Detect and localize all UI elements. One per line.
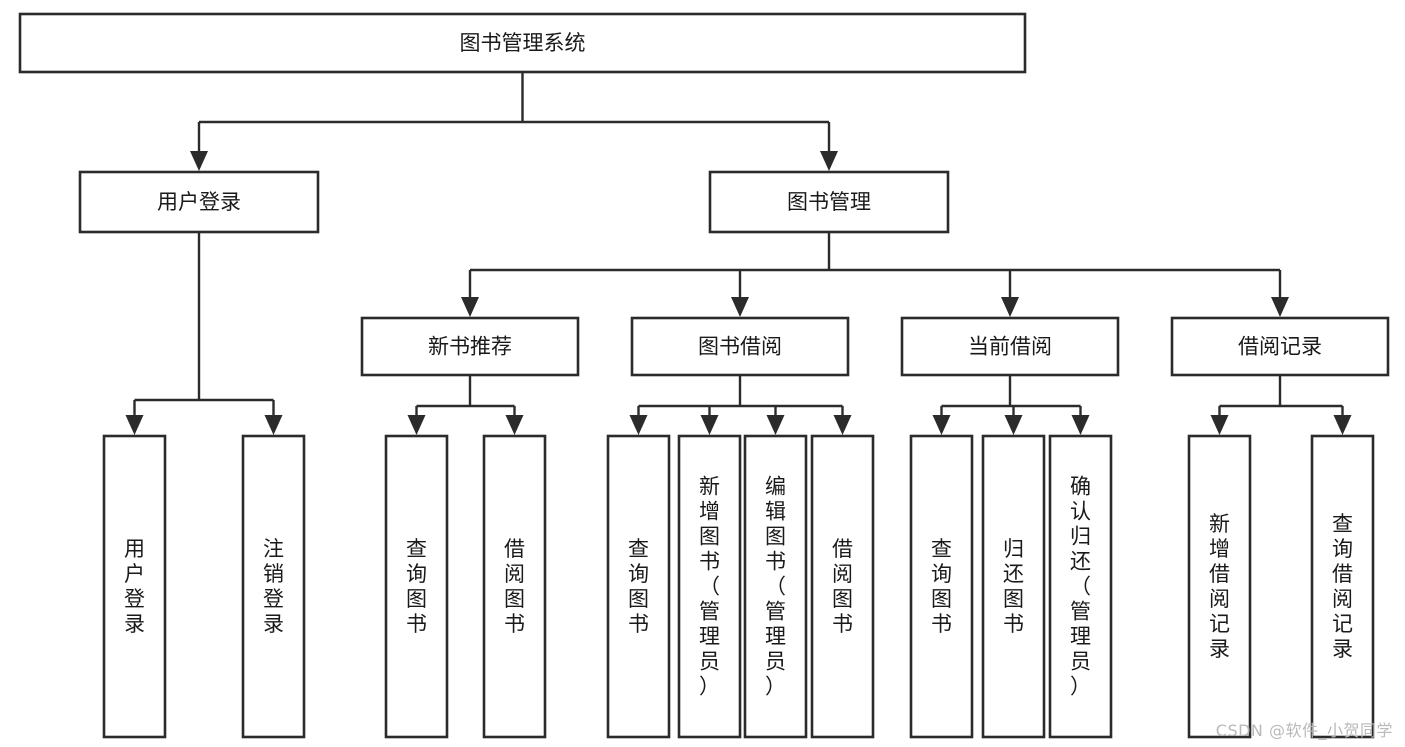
node-box	[909, 434, 974, 739]
node-current-borrow[interactable]: 当前借阅	[900, 316, 1120, 377]
node-box	[606, 434, 671, 739]
node-box	[1048, 434, 1113, 739]
node-box	[677, 434, 742, 739]
node-layer: 图书管理系统用户登录图书管理新书推荐图书借阅当前借阅借阅记录用户登录注销登录查询…	[18, 12, 1390, 739]
arrow-head-icon	[505, 415, 524, 435]
node-box	[743, 434, 808, 739]
node-label: 用户登录	[124, 537, 145, 636]
arrow-head-icon	[629, 415, 648, 435]
node-leaf-return-book[interactable]: 归还图书	[981, 434, 1046, 739]
node-leaf-edit-book[interactable]: 编辑图书（管理员）	[743, 434, 808, 739]
arrow-head-icon	[820, 151, 838, 171]
arrow-head-icon	[264, 415, 283, 435]
arrow-head-icon	[1004, 415, 1023, 435]
node-new-book-recommend[interactable]: 新书推荐	[360, 316, 580, 377]
connector-layer	[125, 72, 1352, 435]
node-label: 新增借阅记录	[1209, 512, 1230, 661]
node-label: 用户登录	[157, 190, 241, 214]
connector-group-book-borrow	[629, 375, 852, 435]
arrow-head-icon	[1001, 297, 1019, 317]
node-label: 新书推荐	[428, 335, 512, 359]
arrow-head-icon	[700, 415, 719, 435]
node-label: 查询借阅记录	[1332, 512, 1353, 661]
node-box	[241, 434, 306, 739]
connector-group-current-borrow	[932, 375, 1090, 435]
node-leaf-add-book[interactable]: 新增图书（管理员）	[677, 434, 742, 739]
node-box	[384, 434, 449, 739]
connector-group-user-login	[125, 232, 283, 435]
node-label: 查询图书	[931, 537, 952, 636]
node-label: 借阅图书	[504, 537, 525, 636]
node-box	[18, 12, 1027, 74]
node-label: 当前借阅	[968, 335, 1052, 359]
node-box	[482, 434, 547, 739]
node-label: 借阅图书	[832, 537, 853, 636]
node-book-borrow[interactable]: 图书借阅	[630, 316, 850, 377]
node-leaf-query-record[interactable]: 查询借阅记录	[1310, 434, 1375, 739]
arrow-head-icon	[190, 151, 208, 171]
node-leaf-query-book-2[interactable]: 查询图书	[606, 434, 671, 739]
node-label: 编辑图书（管理员）	[765, 475, 786, 699]
node-label: 图书管理系统	[460, 31, 586, 55]
node-leaf-add-record[interactable]: 新增借阅记录	[1187, 434, 1252, 739]
node-box	[708, 170, 950, 234]
arrow-head-icon	[731, 297, 749, 317]
arrow-head-icon	[932, 415, 951, 435]
node-box	[360, 316, 580, 377]
node-box	[810, 434, 875, 739]
node-label: 图书借阅	[698, 335, 782, 359]
node-label: 图书管理	[787, 190, 871, 214]
node-leaf-borrow-book-1[interactable]: 借阅图书	[482, 434, 547, 739]
node-label: 新增图书（管理员）	[699, 475, 720, 699]
arrow-head-icon	[407, 415, 426, 435]
node-label: 查询图书	[628, 537, 649, 636]
connector-group-root	[190, 72, 838, 171]
node-leaf-borrow-book-2[interactable]: 借阅图书	[810, 434, 875, 739]
node-user-login[interactable]: 用户登录	[78, 170, 320, 234]
node-box	[78, 170, 320, 234]
node-leaf-query-book-3[interactable]: 查询图书	[909, 434, 974, 739]
connector-group-new-book-recommend	[407, 375, 524, 435]
node-label: 注销登录	[263, 537, 284, 636]
arrow-head-icon	[461, 297, 479, 317]
arrow-head-icon	[1210, 415, 1229, 435]
node-borrow-record[interactable]: 借阅记录	[1170, 316, 1390, 377]
node-box	[981, 434, 1046, 739]
connector-group-book-manage	[461, 232, 1289, 317]
node-label: 归还图书	[1003, 537, 1024, 636]
node-leaf-query-book-1[interactable]: 查询图书	[384, 434, 449, 739]
node-box	[1310, 434, 1375, 739]
node-box	[1170, 316, 1390, 377]
arrow-head-icon	[833, 415, 852, 435]
node-box	[1187, 434, 1252, 739]
node-root[interactable]: 图书管理系统	[18, 12, 1027, 74]
arrow-head-icon	[125, 415, 144, 435]
node-box	[102, 434, 167, 739]
arrow-head-icon	[766, 415, 785, 435]
node-leaf-user-login[interactable]: 用户登录	[102, 434, 167, 739]
connector-group-borrow-record	[1210, 375, 1352, 435]
node-label: 确认归还（管理员）	[1070, 475, 1091, 699]
arrow-head-icon	[1071, 415, 1090, 435]
node-label: 查询图书	[406, 537, 427, 636]
node-box	[630, 316, 850, 377]
node-label: 借阅记录	[1238, 335, 1322, 359]
node-book-manage[interactable]: 图书管理	[708, 170, 950, 234]
node-box	[900, 316, 1120, 377]
arrow-head-icon	[1271, 297, 1289, 317]
arrow-head-icon	[1333, 415, 1352, 435]
node-leaf-user-logout[interactable]: 注销登录	[241, 434, 306, 739]
node-leaf-confirm-return[interactable]: 确认归还（管理员）	[1048, 434, 1113, 739]
